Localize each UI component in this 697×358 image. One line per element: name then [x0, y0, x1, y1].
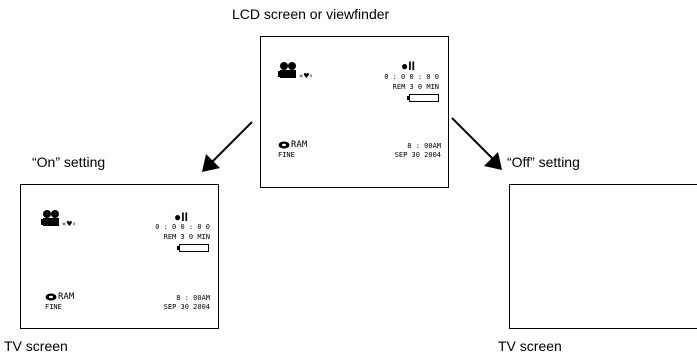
- remaining-time: REM 3 0 MIN: [392, 83, 439, 91]
- camera-icon: «♥»: [278, 62, 312, 80]
- svg-text:«♥»: «♥»: [299, 72, 312, 80]
- battery-icon: [177, 244, 209, 252]
- disc-icon: [278, 141, 290, 149]
- tv-screen-on: «♥» ●II 0 : 0 0 : 0 0 REM 3 0 MIN RAM FI…: [20, 184, 219, 329]
- off-setting-label: “Off” setting: [507, 154, 580, 170]
- clock-time: 8 : 00AM: [407, 142, 441, 150]
- disc-icon: [45, 293, 57, 301]
- quality-label: FINE: [45, 303, 62, 311]
- record-pause-indicator: ●II: [174, 210, 188, 224]
- on-setting-label: “On” setting: [32, 154, 106, 170]
- lcd-screen: «♥» ●II 0 : 0 0 : 0 0 REM 3 0 MIN RAM FI…: [260, 36, 449, 188]
- clock-date: SEP 30 2004: [163, 303, 210, 311]
- top-caption: LCD screen or viewfinder: [232, 6, 390, 22]
- arrow-down-right-icon: [451, 117, 502, 170]
- tv-screen-off: [509, 184, 697, 329]
- remaining-time: REM 3 0 MIN: [163, 233, 210, 241]
- disc-type-label: RAM: [58, 292, 75, 302]
- camera-icon: «♥»: [41, 210, 75, 228]
- clock-date: SEP 30 2004: [394, 151, 441, 159]
- time-counter: 0 : 0 0 : 0 0: [155, 223, 210, 231]
- battery-icon: [407, 94, 439, 102]
- record-pause-indicator: ●II: [401, 59, 415, 73]
- svg-text:«♥»: «♥»: [62, 220, 75, 228]
- arrow-down-left-icon: [202, 121, 253, 172]
- tv-screen-label-right: TV screen: [498, 338, 562, 354]
- clock-time: 8 : 00AM: [176, 294, 210, 302]
- quality-label: FINE: [278, 151, 295, 159]
- disc-type-label: RAM: [291, 140, 308, 150]
- time-counter: 0 : 0 0 : 0 0: [384, 73, 439, 81]
- tv-screen-label-left: TV screen: [4, 338, 68, 354]
